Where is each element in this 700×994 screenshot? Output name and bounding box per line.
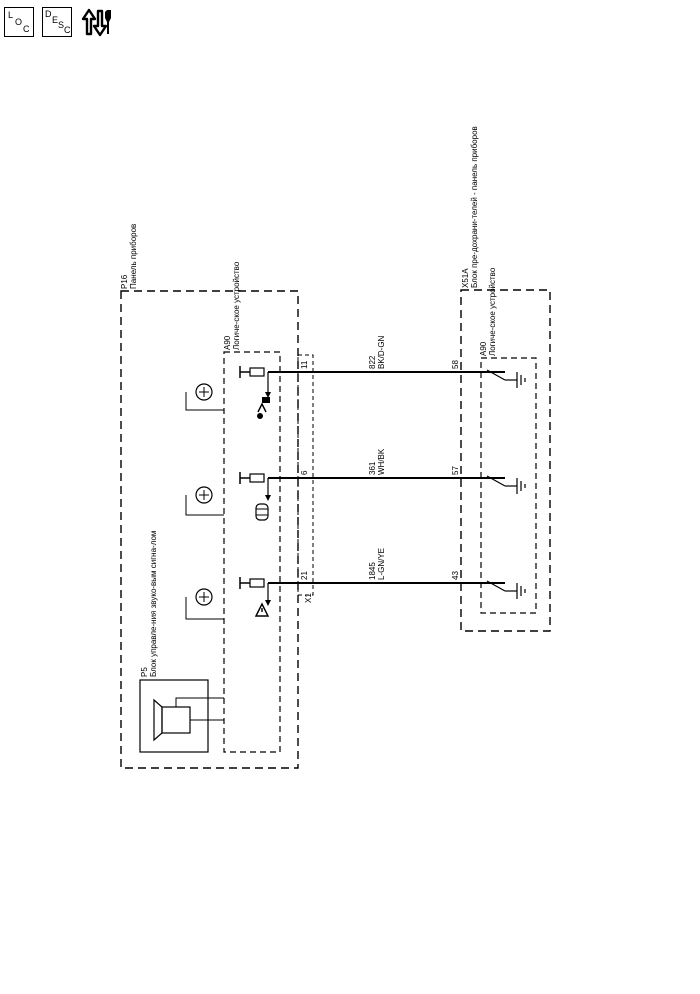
circuit-822: 11 822 BK/D-GN 58: [185, 335, 526, 419]
resistor: [249, 367, 265, 377]
speaker-unit-outline: [139, 679, 209, 753]
wire-number: 361: [368, 461, 377, 475]
circuit-361: 6 361 WH/BK 57: [185, 448, 526, 521]
desc-letter-s: S: [58, 20, 65, 30]
repair-arrows-icon[interactable]: [80, 6, 114, 38]
loc-letter-c: C: [23, 24, 30, 34]
resistor: [249, 578, 265, 588]
switch: [486, 369, 506, 381]
panel-box-outline: [120, 290, 299, 769]
x1-pin-label: 11: [300, 360, 309, 369]
logic-device-right-id: A90: [479, 341, 488, 356]
logic-device-left-name: Логиче-ское устройство: [232, 261, 241, 350]
switch: [486, 475, 506, 487]
warning-icon: [254, 602, 270, 617]
x51-pin-label: 43: [451, 571, 460, 580]
x1-pin-label: 6: [300, 470, 309, 475]
wire-color: L-GN/YE: [377, 548, 386, 580]
connector-x1-label: X1: [304, 593, 313, 603]
ground-icon: [516, 478, 526, 494]
loc-letter-l: L: [8, 10, 14, 20]
wire-color: BK/D-GN: [377, 335, 386, 369]
x1-pin-label: 21: [300, 571, 309, 580]
logic-device-left-outline: [223, 351, 281, 753]
speaker-icon: [153, 697, 224, 742]
desc-letter-c: C: [64, 25, 71, 35]
resistor: [249, 473, 265, 483]
ground-icon: [516, 372, 526, 388]
wire-color: WH/BK: [377, 448, 386, 475]
wire-number: 1845: [368, 562, 377, 580]
fuse-box-id: X51A: [461, 268, 470, 288]
loc-letter-o: O: [15, 17, 23, 27]
ground-icon: [516, 583, 526, 599]
lamp-icon: [185, 383, 224, 411]
panel-box-name: Панель приборов: [129, 224, 138, 289]
fuse-box-name: Блок пре-дохрани-телей - панель приборов: [470, 126, 479, 288]
speaker-unit-id: P5: [140, 667, 149, 677]
desc-letter-d: D: [45, 9, 52, 19]
lamp-icon: [185, 486, 224, 516]
panel-box-id: P16: [120, 274, 129, 289]
desc-letter-e: E: [52, 15, 59, 25]
switch: [486, 580, 506, 592]
logic-device-right-outline: [480, 357, 537, 614]
fuse-box-outline: [460, 289, 551, 632]
x51-pin-label: 58: [451, 360, 460, 369]
toolbar: L O C D E S C: [4, 4, 114, 40]
car-icon: [255, 503, 269, 521]
description-icon[interactable]: D E S C: [42, 7, 72, 37]
wire-number: 822: [368, 355, 377, 369]
key-warning-icon: [257, 397, 270, 419]
logic-device-right-name: Логиче-ское устройство: [488, 267, 497, 356]
speaker-unit-name: Блок управле-ния звуко-вым сигна-лом: [149, 531, 158, 677]
lamp-icon: [185, 588, 224, 620]
circuit-1845: 21 1845 L-GN/YE 43: [185, 548, 526, 620]
location-icon[interactable]: L O C: [4, 7, 34, 37]
x51-pin-label: 57: [451, 466, 460, 475]
logic-device-left-id: A90: [223, 335, 232, 350]
connector-x1-outline: [297, 354, 314, 596]
